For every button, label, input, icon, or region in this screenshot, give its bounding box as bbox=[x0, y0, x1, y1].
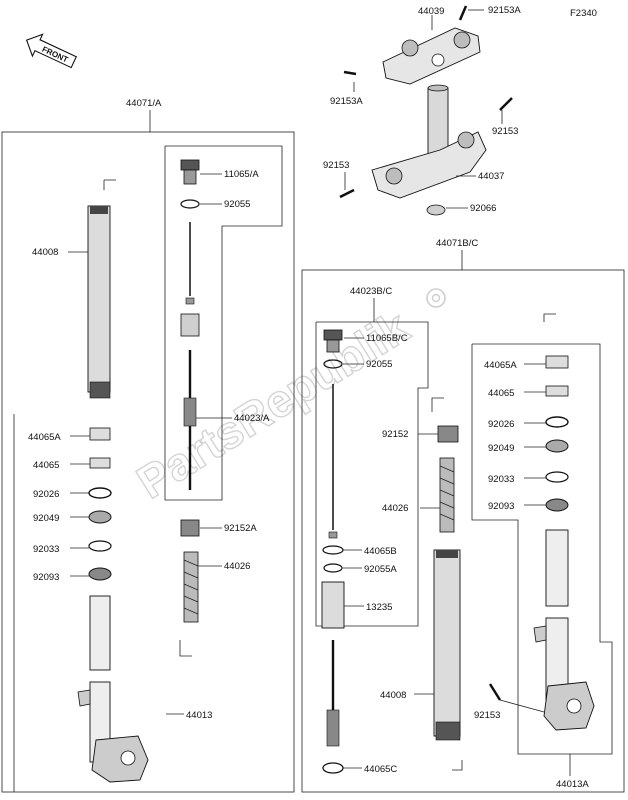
label-92055-right: 92055 bbox=[366, 359, 392, 370]
label-92153-bottom: 92153 bbox=[474, 710, 500, 721]
ring-44065c bbox=[322, 762, 344, 774]
inner-tube-44013 bbox=[77, 595, 149, 783]
label-44065c: 44065C bbox=[364, 764, 397, 775]
cartridge-rod-right bbox=[326, 640, 340, 747]
label-92049-right: 92049 bbox=[488, 443, 514, 454]
label-44065b: 44065B bbox=[364, 546, 397, 557]
oring-92055-left bbox=[180, 199, 200, 209]
damper-box-44023a bbox=[164, 145, 283, 501]
label-44013: 44013 bbox=[186, 710, 212, 721]
spring-44026-right bbox=[439, 457, 455, 533]
cylinder-13235 bbox=[321, 581, 345, 629]
label-92055-left: 92055 bbox=[224, 199, 250, 210]
label-92055a: 92055A bbox=[364, 564, 397, 575]
label-92093-right: 92093 bbox=[488, 501, 514, 512]
label-44013a: 44013A bbox=[556, 779, 589, 790]
label-44065a-right: 44065A bbox=[484, 360, 517, 371]
damper-rod-right bbox=[328, 384, 338, 539]
steering-stem bbox=[427, 84, 449, 159]
bracket-seal-right bbox=[543, 313, 556, 322]
gear-icon bbox=[426, 288, 446, 308]
outer-tube-44008-left bbox=[87, 179, 116, 399]
label-44065-left: 44065 bbox=[33, 460, 59, 471]
nut-92152 bbox=[437, 425, 459, 443]
label-13235: 13235 bbox=[366, 602, 392, 613]
label-44008-left: 44008 bbox=[32, 247, 58, 258]
label-44026-left: 44026 bbox=[224, 561, 250, 572]
label-44065a-left: 44065A bbox=[28, 432, 61, 443]
lower-triple-clamp bbox=[371, 131, 487, 199]
label-92026-left: 92026 bbox=[33, 489, 59, 500]
right-fork-frame bbox=[301, 269, 625, 793]
label-92066: 92066 bbox=[470, 203, 496, 214]
bracket-92152 bbox=[431, 397, 444, 412]
label-44039: 44039 bbox=[418, 6, 444, 17]
label-44037: 44037 bbox=[478, 171, 504, 182]
bolt-92153-bottom bbox=[488, 683, 502, 701]
label-92153a-left: 92153A bbox=[330, 96, 363, 107]
label-44023bc: 44023B/C bbox=[350, 286, 392, 297]
cap-11065bc bbox=[323, 329, 343, 353]
bearing-92066 bbox=[426, 204, 446, 216]
damper-box-44023bc bbox=[315, 321, 429, 627]
label-44026-right: 44026 bbox=[382, 503, 408, 514]
seal-stack-right bbox=[545, 355, 569, 512]
label-44071a: 44071/A bbox=[126, 98, 162, 109]
ring-44065b bbox=[322, 545, 344, 555]
oring-92055-right bbox=[323, 359, 343, 369]
diagram-code: F2340 bbox=[570, 8, 597, 19]
seal-box-right bbox=[471, 343, 613, 755]
label-44023a: 44023/A bbox=[234, 413, 270, 424]
cap-11065a bbox=[180, 159, 200, 185]
label-92049-left: 92049 bbox=[33, 513, 59, 524]
watermark-text: PartsRepublik bbox=[128, 300, 418, 508]
front-arrow-icon: FRONT bbox=[25, 33, 78, 69]
left-fork-frame bbox=[1, 131, 295, 793]
label-92093-left: 92093 bbox=[33, 572, 59, 583]
label-92153-right: 92153 bbox=[492, 126, 518, 137]
nut-92152a bbox=[180, 519, 200, 537]
label-92153a-top: 92153A bbox=[488, 5, 521, 16]
label-92026-right: 92026 bbox=[488, 419, 514, 430]
label-11065a: 11065/A bbox=[224, 169, 259, 180]
label-92153-left: 92153 bbox=[323, 160, 349, 171]
label-44071bc: 44071B/C bbox=[436, 238, 478, 249]
upper-triple-clamp bbox=[382, 27, 481, 85]
leader-92153-bottom bbox=[499, 699, 545, 713]
label-92033-left: 92033 bbox=[33, 544, 59, 555]
label-92152a: 92152A bbox=[224, 523, 257, 534]
label-44065-right: 44065 bbox=[488, 388, 514, 399]
inner-tube-44013a bbox=[533, 529, 595, 731]
label-92152: 92152 bbox=[382, 429, 408, 440]
label-44008-right: 44008 bbox=[380, 690, 406, 701]
oring-92055a bbox=[323, 563, 343, 573]
label-11065bc: 11065B/C bbox=[366, 333, 408, 344]
label-92033-right: 92033 bbox=[488, 474, 514, 485]
outer-tube-44008-right bbox=[433, 549, 463, 771]
bolts-top bbox=[339, 5, 513, 199]
seal-stack-left bbox=[88, 427, 112, 581]
damper-rod-left bbox=[180, 222, 200, 490]
spring-44026-left bbox=[179, 551, 199, 657]
